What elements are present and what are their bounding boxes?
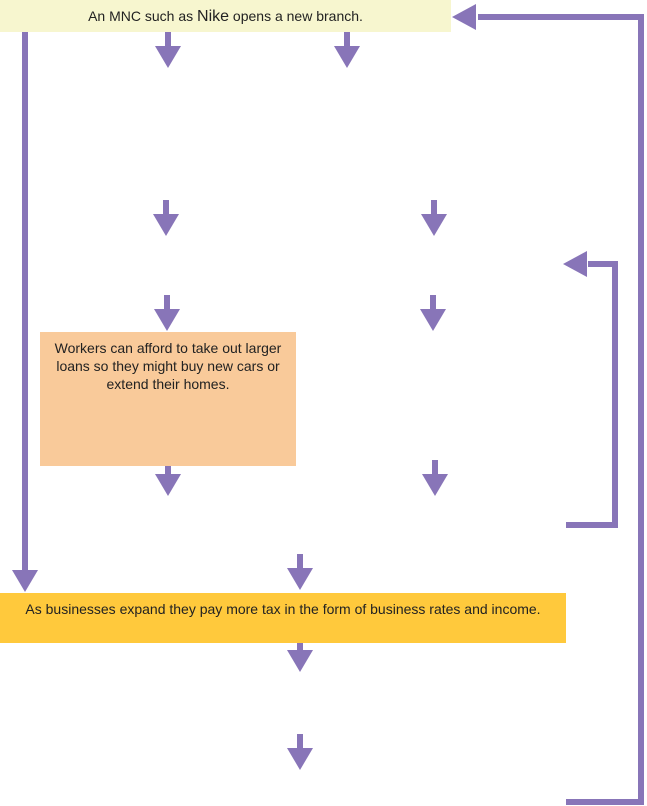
down-arrow-icon xyxy=(421,200,447,236)
outer-feedback-line xyxy=(478,14,644,805)
down-arrow-icon xyxy=(153,200,179,236)
connector-lines xyxy=(22,14,644,805)
title-box: An MNC such as Nike opens a new branch. xyxy=(0,0,451,32)
title-suffix: opens a new branch. xyxy=(232,8,363,24)
down-arrow-icon xyxy=(154,295,180,331)
left-arrow-icon xyxy=(452,4,476,30)
down-arrow-icon xyxy=(420,295,446,331)
down-arrow-icon xyxy=(155,32,181,68)
left-arrow-icon xyxy=(563,251,587,277)
arrow-group xyxy=(12,4,587,770)
workers-box: Workers can afford to take out larger lo… xyxy=(40,332,296,466)
title-prefix: An MNC such as xyxy=(88,8,194,24)
down-arrow-icon xyxy=(155,460,181,496)
business-text: As businesses expand they pay more tax i… xyxy=(25,601,541,617)
title-highlight: Nike xyxy=(197,8,230,25)
down-arrow-icon xyxy=(287,636,313,672)
down-arrow-icon xyxy=(334,32,360,68)
down-arrow-icon xyxy=(287,734,313,770)
down-arrow-icon xyxy=(12,556,38,592)
down-arrow-icon xyxy=(287,554,313,590)
down-arrow-icon xyxy=(422,460,448,496)
business-box: As businesses expand they pay more tax i… xyxy=(0,593,566,643)
workers-text: Workers can afford to take out larger lo… xyxy=(54,340,282,392)
inner-feedback-line xyxy=(566,261,618,528)
